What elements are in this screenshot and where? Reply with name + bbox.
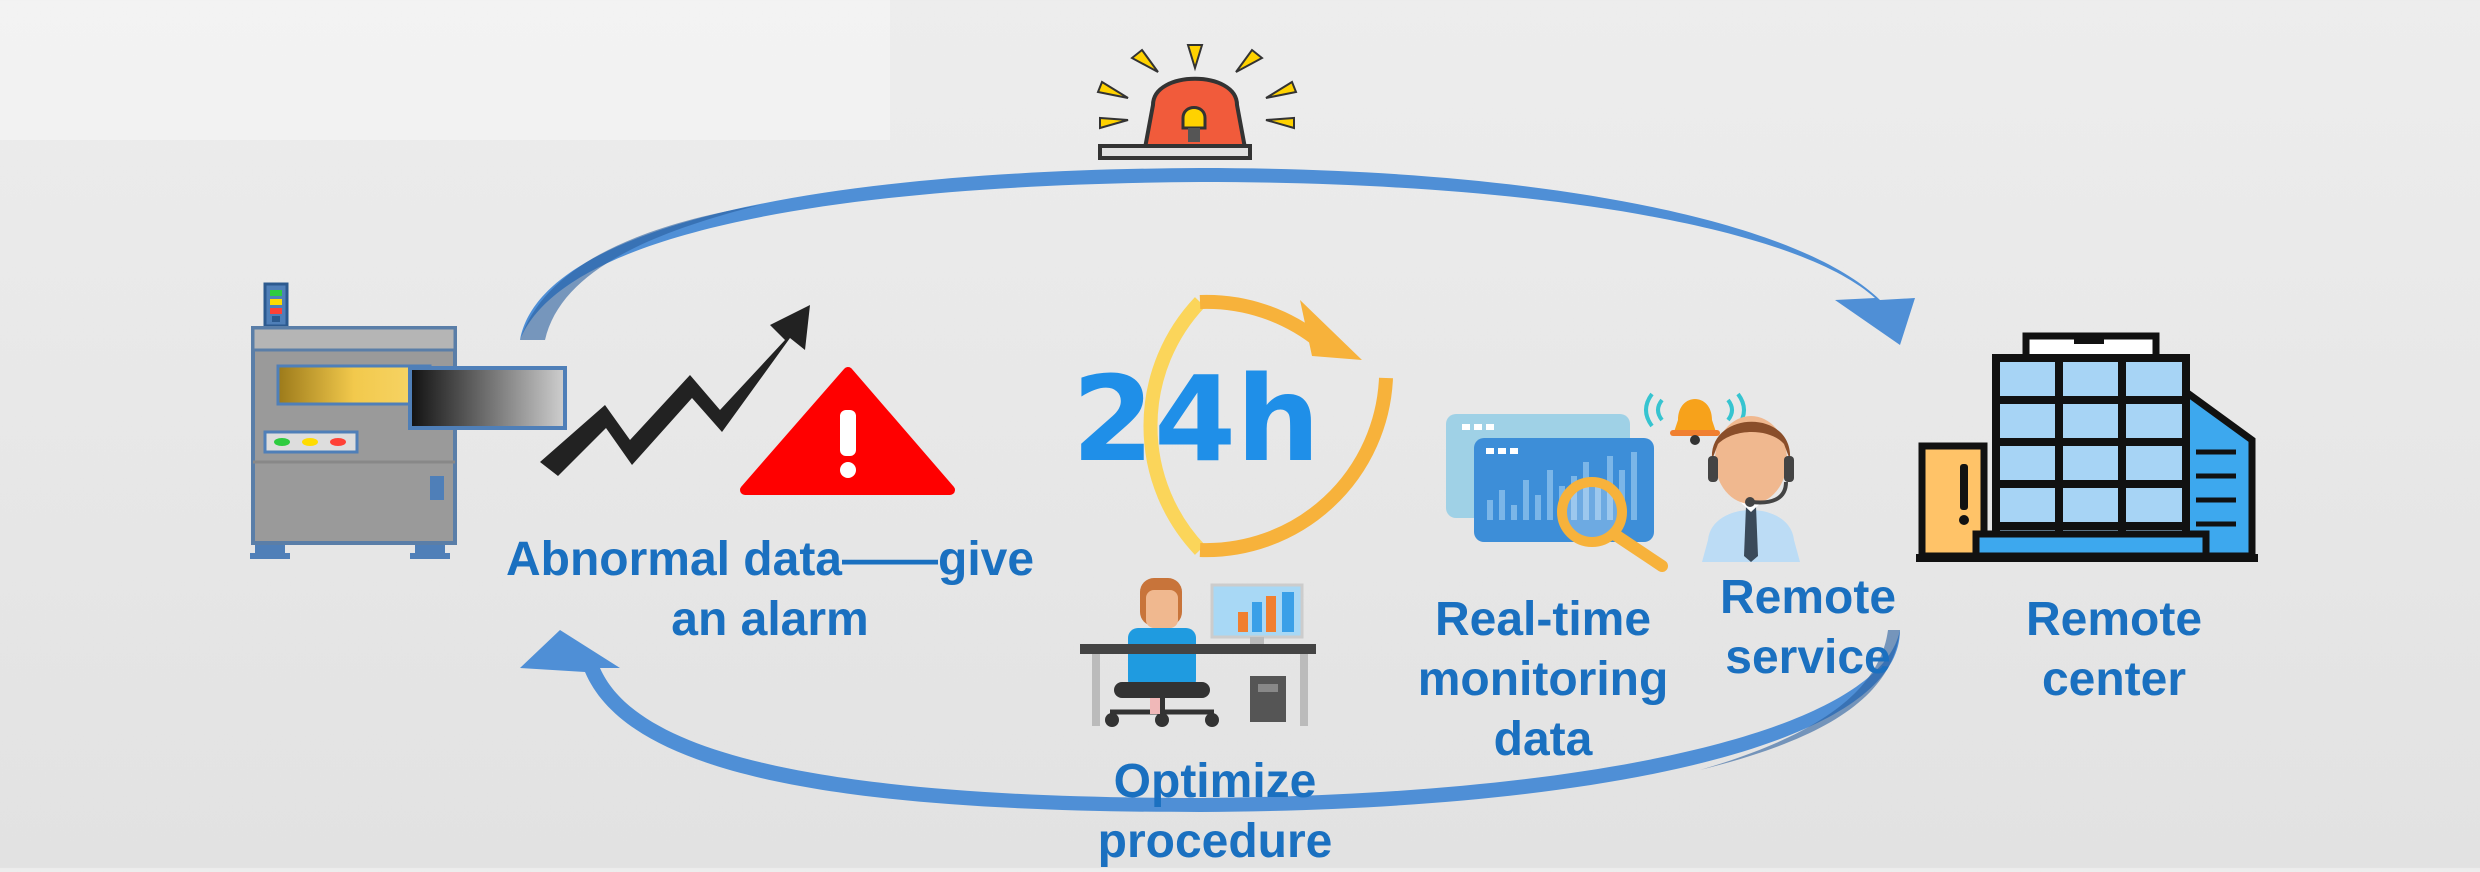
- siren-icon: [1096, 44, 1298, 160]
- top-cycle-arrow: [520, 168, 1915, 345]
- label-realtime-line2: monitoring: [1417, 653, 1669, 706]
- label-remote-service-line1: Remote: [1719, 571, 1897, 624]
- label-remote-center-line2: center: [2041, 653, 2187, 706]
- label-optimize-procedure: Optimize procedure: [1060, 752, 1370, 872]
- label-remote-center-line1: Remote: [2025, 593, 2203, 646]
- worker-desk-icon: [1080, 578, 1316, 727]
- label-remote-center: Remote center: [1984, 590, 2244, 710]
- monitoring-screen-icon: [1446, 414, 1668, 572]
- bottom-cycle-arrow: [520, 630, 1900, 812]
- label-realtime-line1: Real-time: [1434, 593, 1652, 646]
- label-abnormal-line1: Abnormal data——give: [505, 533, 1035, 586]
- label-realtime-monitoring: Real-time monitoring data: [1398, 590, 1688, 770]
- machine-icon: [250, 282, 567, 559]
- label-optimize-line1: Optimize: [1113, 755, 1317, 808]
- label-optimize-line2: procedure: [1097, 815, 1333, 868]
- support-agent-icon: [1702, 416, 1800, 562]
- clock-badge-text: 24h: [1072, 350, 1320, 488]
- label-remote-service: Remote service: [1688, 568, 1928, 688]
- label-abnormal-line2: an alarm: [671, 593, 869, 646]
- label-remote-service-line2: service: [1725, 631, 1891, 684]
- label-abnormal-data: Abnormal data——give an alarm: [470, 530, 1070, 650]
- bell-icon: [1644, 392, 1746, 445]
- clock-24h-icon: 24h: [1072, 294, 1393, 558]
- building-icon: [1916, 332, 2258, 562]
- background-highlight: [0, 0, 890, 140]
- label-realtime-line3: data: [1493, 713, 1593, 766]
- trend-arrow-icon: [540, 305, 810, 476]
- warning-icon: [740, 367, 955, 495]
